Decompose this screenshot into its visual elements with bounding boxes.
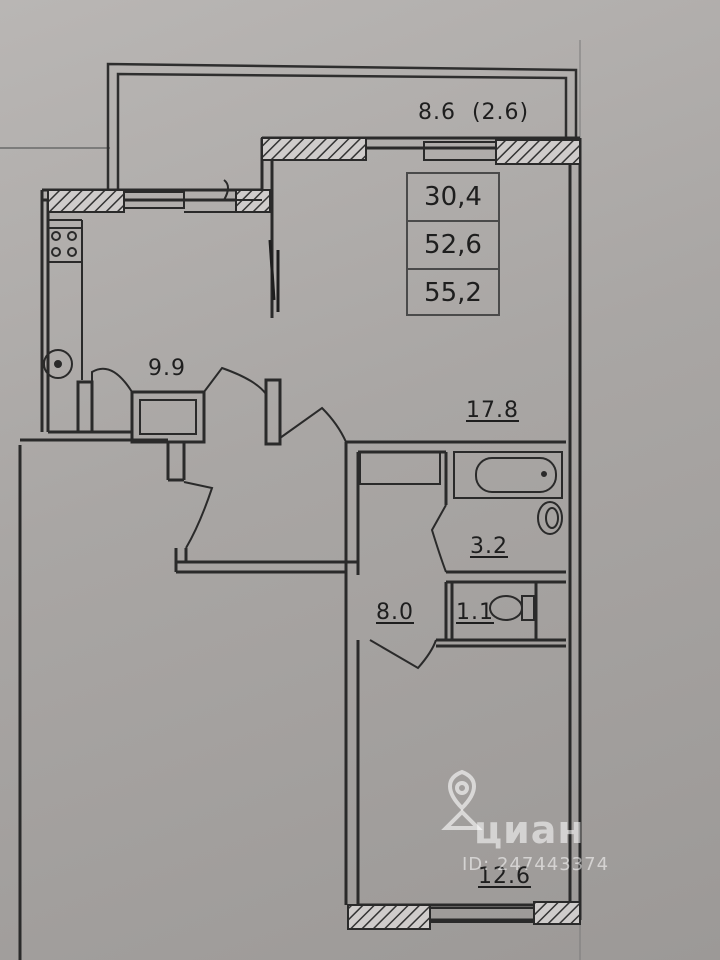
window-hatching	[47, 137, 581, 930]
windows	[123, 141, 535, 923]
sliding-partition	[268, 239, 280, 312]
bedroom-area-label: 12.6	[478, 864, 531, 889]
living-room-area-label: 17.8	[466, 398, 519, 423]
wc-area-label: 1.1	[456, 600, 494, 625]
watermark-listing-id: ID: 247443374	[462, 854, 610, 875]
bath-fixtures	[453, 451, 563, 621]
kitchen-fixtures	[43, 219, 83, 380]
bathroom-area-label: 3.2	[470, 534, 508, 559]
door-swings	[91, 179, 447, 670]
balcony	[106, 62, 578, 190]
hall-area-label: 8.0	[376, 600, 414, 625]
balcony-area-label: 8.6 (2.6)	[418, 100, 530, 125]
total-area-value: 52,6	[408, 222, 498, 270]
area-summary-table: 30,4 52,6 55,2	[406, 172, 500, 316]
total-with-balcony-value: 55,2	[424, 278, 482, 308]
watermark-brand: циан	[474, 808, 585, 852]
kitchen-area-label: 9.9	[148, 356, 186, 381]
location-pin-icon	[441, 769, 483, 830]
interior-walls	[48, 200, 566, 905]
living-area-value: 30,4	[408, 174, 498, 222]
